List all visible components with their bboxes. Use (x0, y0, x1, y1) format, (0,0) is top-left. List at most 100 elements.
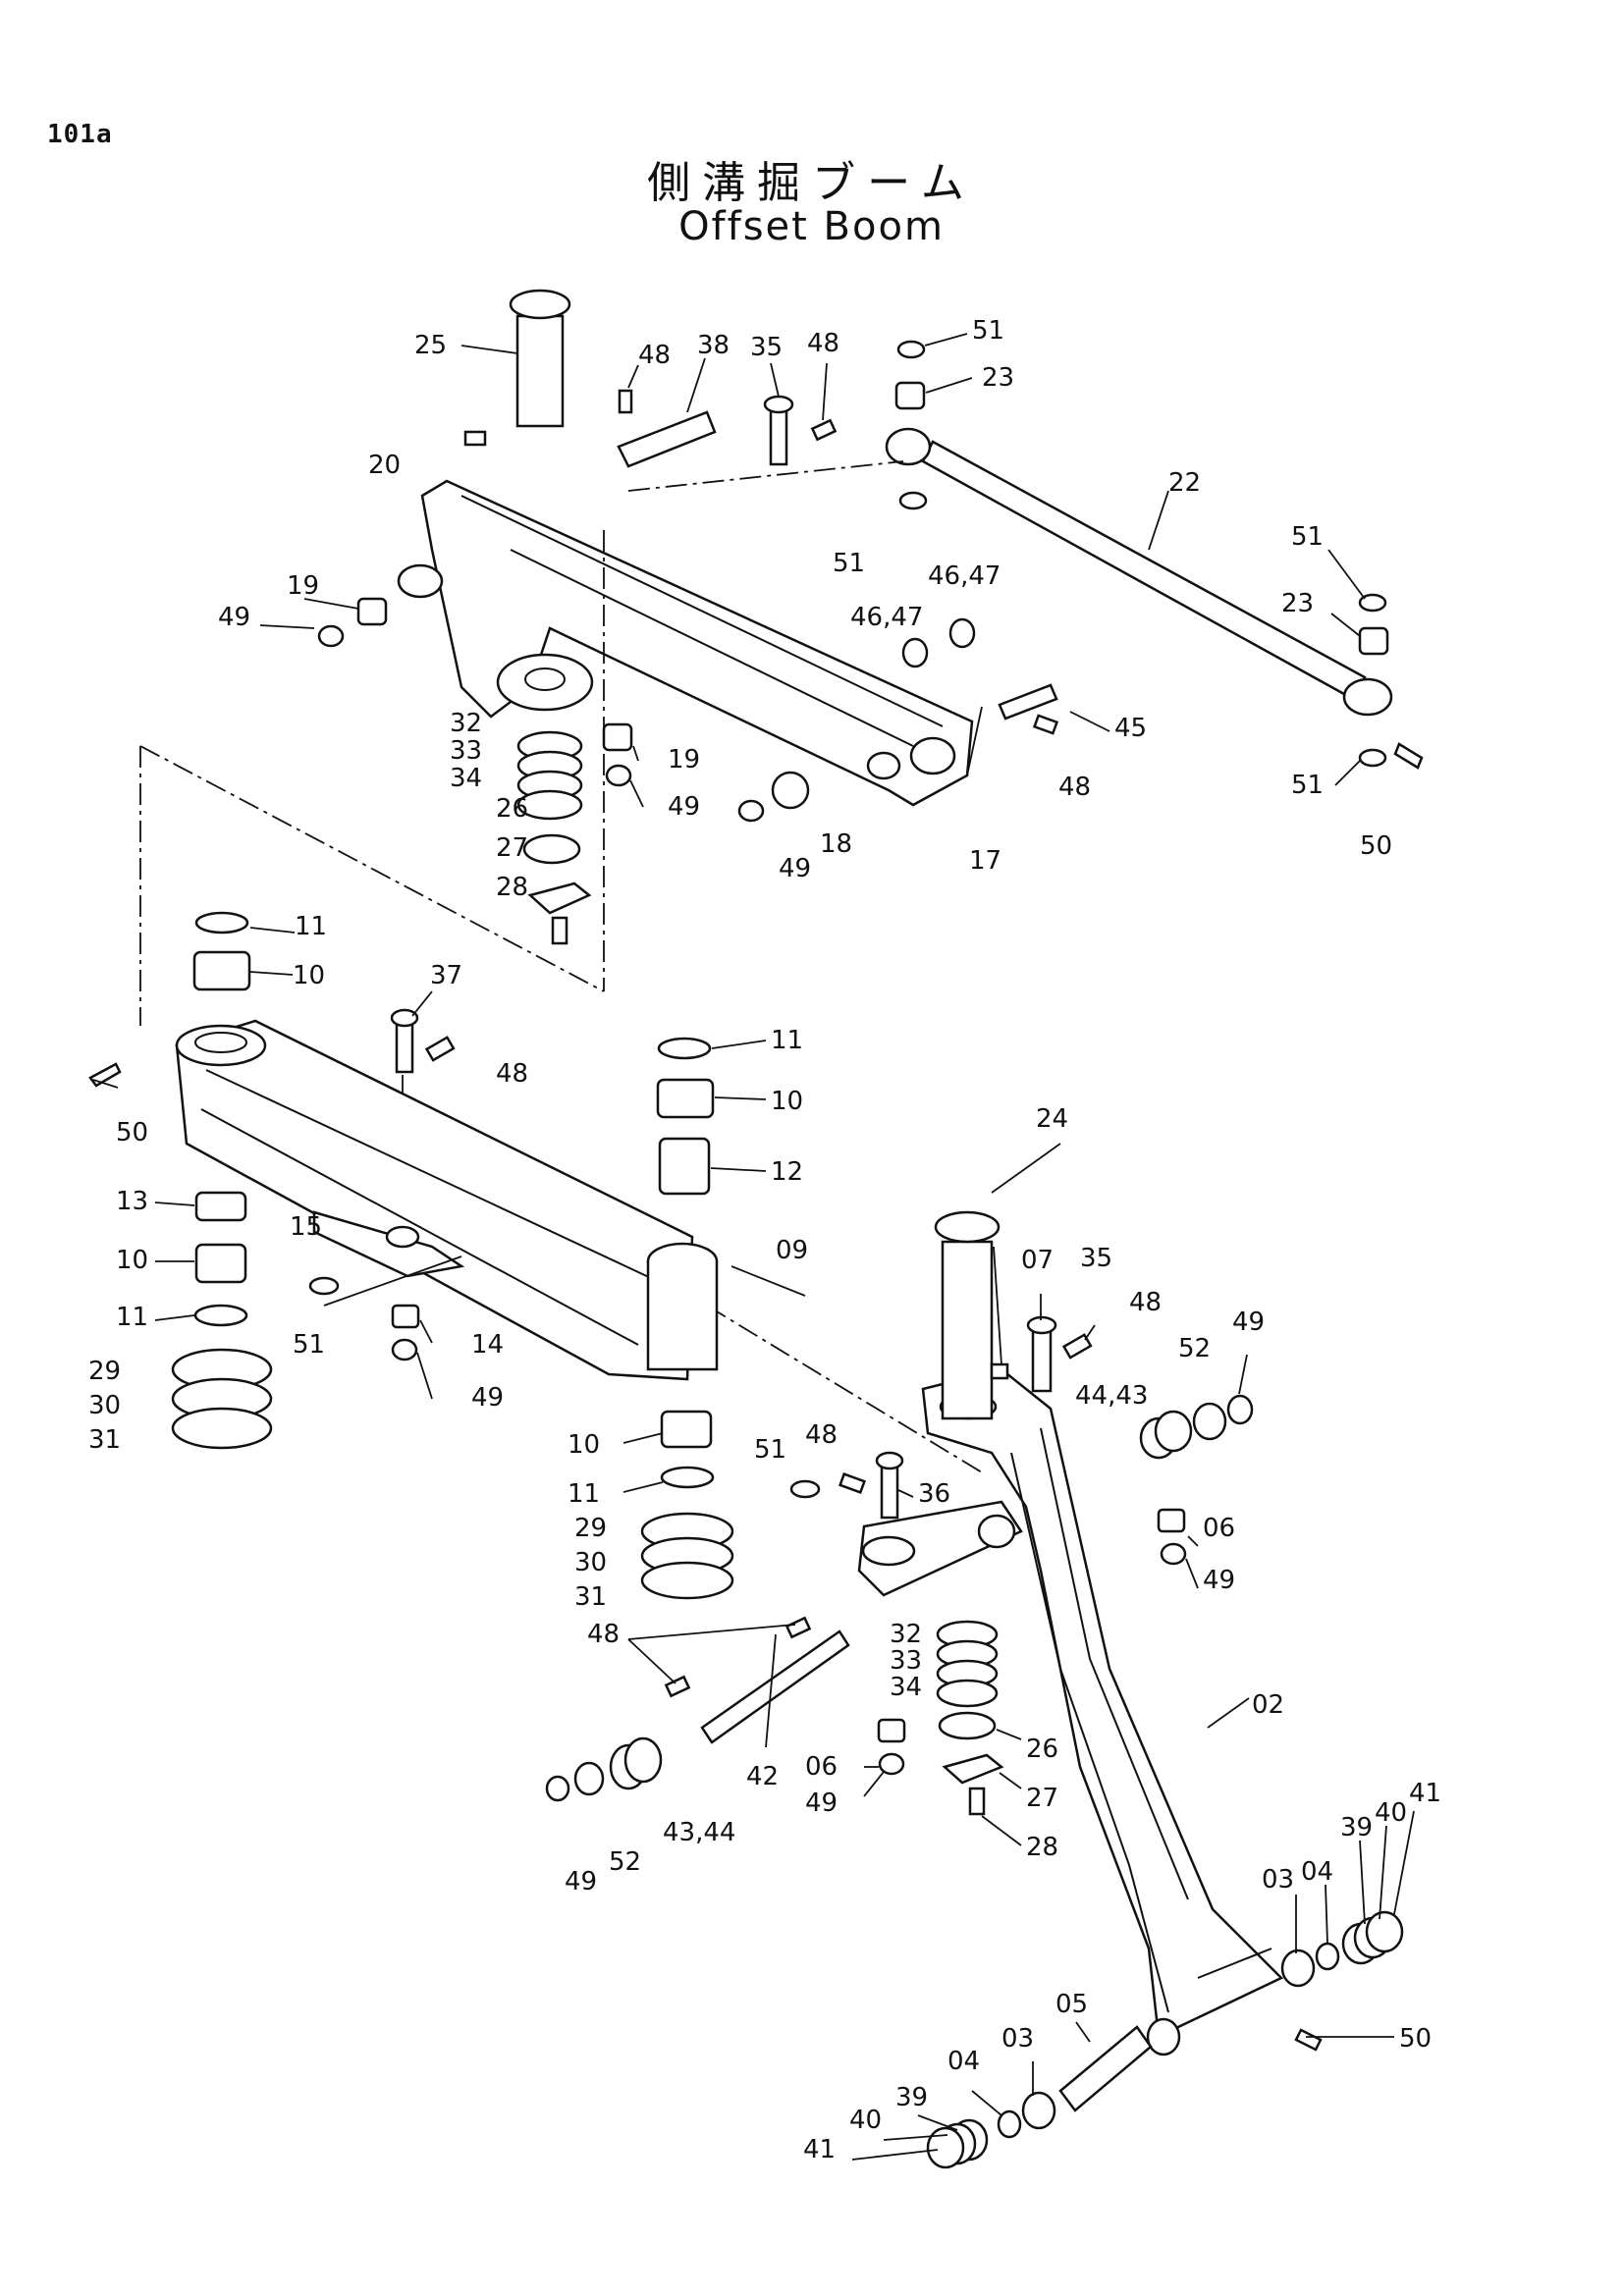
part-label: 39 (895, 2083, 928, 2112)
part-label: 06 (1203, 1514, 1235, 1543)
main-boom (545, 1210, 1404, 2169)
upper-pins (317, 289, 1424, 945)
part-label: 50 (1360, 831, 1392, 861)
part-label: 42 (746, 1762, 779, 1791)
part-number-labels: 25 48 38 35 48 51 23 20 22 51 51 46,47 4… (88, 316, 1441, 2164)
part-label: 32 (890, 1620, 922, 1649)
part-label: 10 (568, 1430, 600, 1460)
part-label: 48 (496, 1059, 528, 1089)
part-label: 46,47 (928, 561, 1001, 591)
part-label: 26 (1026, 1735, 1058, 1764)
part-label: 06 (805, 1752, 838, 1782)
part-label: 49 (565, 1867, 597, 1896)
part-label: 25 (414, 331, 447, 360)
part-label: 03 (1262, 1865, 1294, 1895)
part-label: 32 (450, 709, 482, 738)
part-label: 40 (849, 2106, 882, 2135)
part-label: 46,47 (850, 603, 923, 632)
part-label: 35 (750, 333, 783, 362)
part-label: 43,44 (663, 1818, 735, 1847)
part-label: 34 (450, 764, 482, 793)
part-label: 22 (1168, 468, 1201, 498)
part-label: 48 (805, 1420, 838, 1450)
part-label: 48 (1058, 773, 1091, 802)
part-label: 04 (947, 2047, 980, 2076)
upper-boom-bracket (397, 479, 974, 807)
part-label: 49 (805, 1789, 838, 1818)
part-label: 52 (1178, 1334, 1211, 1363)
part-label: 48 (638, 341, 671, 370)
part-label: 29 (88, 1357, 121, 1386)
part-label: 12 (771, 1157, 803, 1187)
part-label: 05 (1055, 1990, 1088, 2019)
part-label: 11 (771, 1026, 803, 1055)
part-label: 51 (1291, 771, 1324, 800)
part-label: 27 (496, 833, 528, 863)
part-label: 04 (1301, 1857, 1333, 1887)
part-label: 11 (295, 912, 327, 941)
part-label: 24 (1036, 1104, 1068, 1134)
part-label: 35 (1080, 1244, 1112, 1273)
part-label: 33 (450, 736, 482, 766)
part-label: 26 (496, 794, 528, 824)
part-label: 18 (820, 829, 852, 859)
part-label: 49 (668, 792, 700, 822)
part-label: 28 (1026, 1833, 1058, 1862)
part-label: 19 (668, 745, 700, 774)
part-label: 03 (1001, 2024, 1034, 2054)
part-label: 15 (290, 1212, 322, 1242)
part-label: 17 (969, 846, 1001, 876)
part-label: 23 (1281, 589, 1314, 618)
part-label: 10 (293, 961, 325, 990)
part-label: 44,43 (1075, 1381, 1148, 1411)
part-label: 51 (754, 1435, 786, 1465)
part-label: 39 (1340, 1813, 1373, 1842)
part-label: 49 (218, 603, 250, 632)
part-label: 41 (1409, 1779, 1441, 1808)
part-label: 37 (430, 961, 462, 990)
part-label: 48 (587, 1620, 620, 1649)
part-label: 51 (1291, 522, 1324, 552)
part-label: 09 (776, 1236, 808, 1265)
part-label: 50 (116, 1118, 148, 1148)
part-label: 51 (972, 316, 1004, 346)
part-label: 48 (1129, 1288, 1162, 1317)
part-label: 49 (1232, 1308, 1265, 1337)
part-label: 20 (368, 451, 401, 480)
alignment-lines (139, 460, 983, 1473)
part-label: 48 (807, 329, 839, 358)
part-label: 10 (116, 1246, 148, 1275)
part-label: 28 (496, 873, 528, 902)
part-label: 31 (574, 1582, 607, 1612)
part-label: 40 (1375, 1798, 1407, 1828)
part-label: 38 (697, 331, 730, 360)
page-number: 101a (47, 120, 113, 149)
part-label: 33 (890, 1646, 922, 1676)
part-label: 49 (471, 1383, 504, 1413)
diagram-title-japanese: 側溝掘ブーム (647, 158, 976, 208)
part-label: 49 (779, 854, 811, 883)
part-label: 50 (1399, 2024, 1432, 2054)
part-label: 13 (116, 1187, 148, 1216)
part-label: 23 (982, 363, 1014, 393)
part-label: 51 (293, 1330, 325, 1360)
part-label: 34 (890, 1673, 922, 1702)
part-label: 11 (568, 1479, 600, 1509)
part-label: 11 (116, 1303, 148, 1332)
part-label: 30 (574, 1548, 607, 1577)
part-label: 29 (574, 1514, 607, 1543)
part-label: 07 (1021, 1246, 1054, 1275)
offset-arm (88, 911, 734, 1600)
part-label: 31 (88, 1425, 121, 1455)
part-label: 14 (471, 1330, 504, 1360)
part-label: 49 (1203, 1566, 1235, 1595)
diagram-title-english: Offset Boom (678, 204, 945, 249)
part-label: 27 (1026, 1784, 1058, 1813)
part-label: 10 (771, 1087, 803, 1116)
part-label: 19 (287, 571, 319, 601)
part-label: 51 (833, 549, 865, 578)
part-label: 52 (609, 1847, 641, 1877)
part-label: 45 (1114, 714, 1147, 743)
leader-lines (92, 333, 1415, 2161)
